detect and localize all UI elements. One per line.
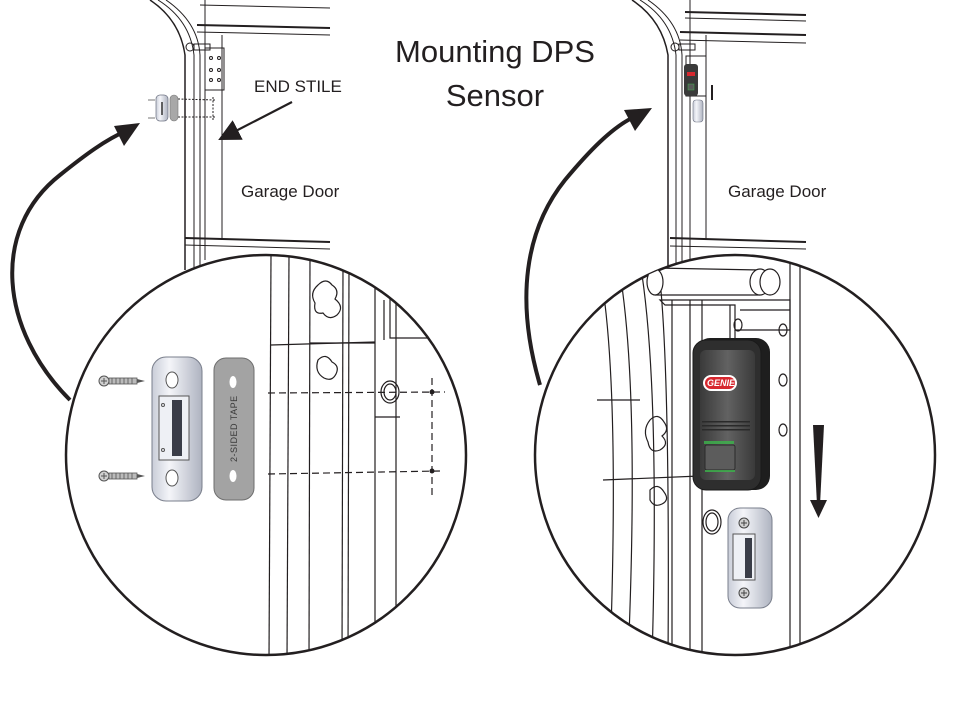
two-sided-tape: 2-SIDED TAPE: [213, 357, 255, 501]
end-stile-arrow: [218, 101, 293, 141]
genie-dps-sensor: GENIE: [692, 338, 770, 491]
title-line-2: Sensor: [445, 78, 545, 113]
right-door-overview: [631, 0, 807, 270]
zoom-arrow-right-head: [624, 108, 652, 131]
end-stile-label: END STILE: [254, 77, 342, 96]
garage-door-label-right: Garage Door: [728, 182, 827, 201]
title-line-1: Mounting DPS: [395, 34, 595, 69]
overview-parts-left: [148, 94, 179, 122]
genie-logo: GENIE: [707, 378, 736, 388]
mounted-bracket: [727, 507, 773, 609]
overview-parts-right: [684, 64, 704, 123]
speaker-grille: [702, 421, 750, 431]
garage-door-label-left: Garage Door: [241, 182, 340, 201]
sensor-button: [704, 444, 736, 471]
screw-bottom: [98, 470, 145, 482]
slide-down-arrow: [810, 425, 827, 518]
zoom-arrow-left: [10, 128, 129, 402]
tape-label: 2-SIDED TAPE: [229, 395, 239, 462]
zoom-circle-left: [64, 253, 468, 657]
left-door-overview: [149, 0, 331, 270]
magnet-bracket: [151, 356, 203, 502]
screw-top: [98, 375, 145, 387]
page-title: Mounting DPS Sensor: [360, 30, 630, 118]
zoom-arrow-left-head: [114, 123, 140, 146]
zoom-arrow-right: [524, 116, 633, 386]
